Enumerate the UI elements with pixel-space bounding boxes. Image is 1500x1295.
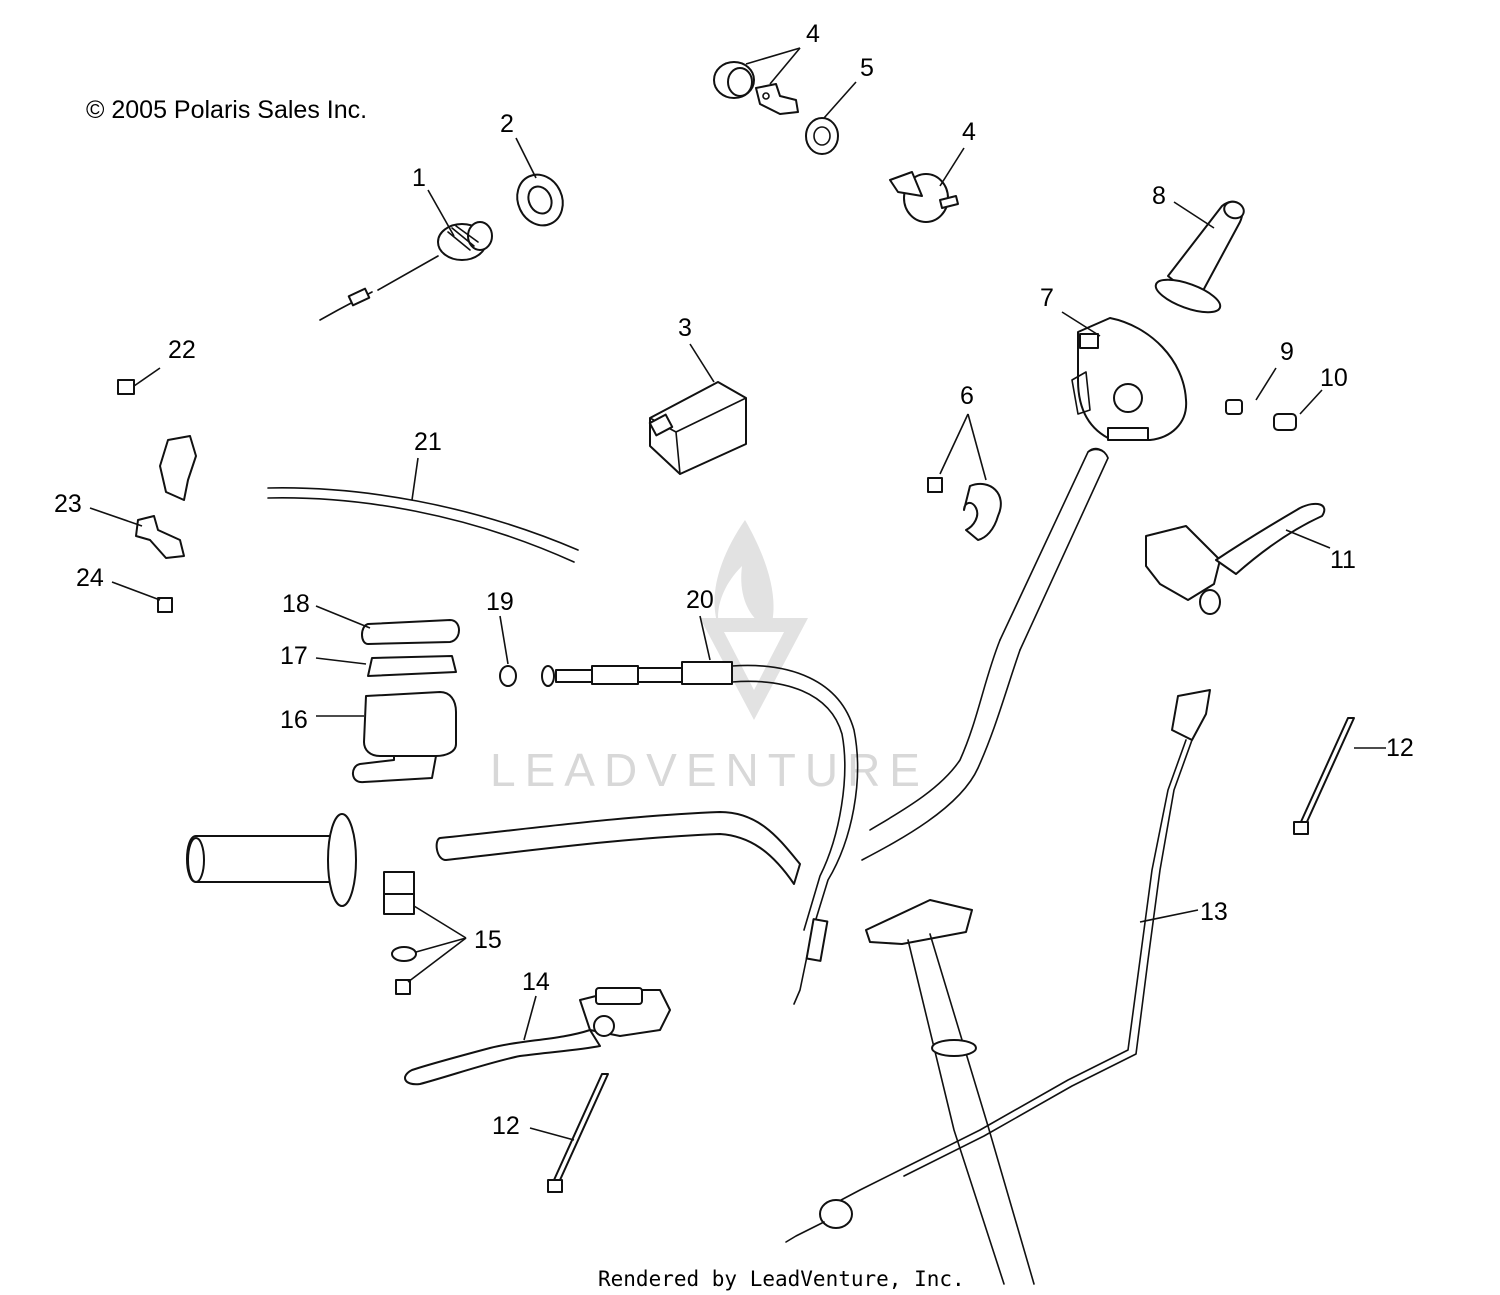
callout-4-right: 4 <box>962 118 976 146</box>
callout-20: 20 <box>686 586 714 614</box>
callout-22: 22 <box>168 336 196 364</box>
callout-2: 2 <box>500 110 514 138</box>
callout-14: 14 <box>522 968 550 996</box>
callout-9: 9 <box>1280 338 1294 366</box>
part-12-bolt-lower <box>547 1073 609 1193</box>
callout-24: 24 <box>76 564 104 592</box>
callout-11: 11 <box>1330 546 1356 574</box>
callout-19: 19 <box>486 588 514 616</box>
callout-21: 21 <box>414 428 442 456</box>
callout-18: 18 <box>282 590 310 618</box>
part-13-cable <box>785 689 1211 1243</box>
steering-post <box>865 899 1035 1285</box>
part-10-cap <box>1273 413 1297 431</box>
part-4-key <box>755 83 799 115</box>
part-22-screw <box>117 379 135 395</box>
part-11-lever-assembly <box>1145 502 1326 615</box>
part-8-grip <box>1154 200 1245 314</box>
watermark-text: LEADVENTURE <box>490 744 929 796</box>
part-7-control-housing <box>1071 317 1188 441</box>
part-17-gasket <box>367 655 457 677</box>
part-15-clamp-blocks <box>383 871 417 995</box>
part-23-bracket <box>135 435 197 559</box>
callout-17: 17 <box>280 642 308 670</box>
callout-16: 16 <box>280 706 308 734</box>
part-18-cover <box>361 619 460 645</box>
callout-1: 1 <box>412 164 426 192</box>
callout-23: 23 <box>54 490 82 518</box>
callout-3: 3 <box>678 314 692 342</box>
callout-5: 5 <box>860 54 874 82</box>
left-grip <box>186 813 357 907</box>
callout-12-lower: 12 <box>492 1112 520 1140</box>
part-19-o-ring <box>499 665 517 687</box>
render-credit: Rendered by LeadVenture, Inc. <box>598 1267 965 1291</box>
callouts: 1 2 3 4 4 5 6 7 8 9 10 11 12 12 13 14 15… <box>54 20 1414 1140</box>
part-3-switch-block <box>648 381 747 475</box>
callout-15: 15 <box>474 926 502 954</box>
callout-12-right: 12 <box>1386 734 1414 762</box>
leader-lines <box>89 47 1386 1141</box>
part-14-brake-lever <box>404 987 671 1086</box>
part-5-nut <box>805 117 839 155</box>
callout-6: 6 <box>960 382 974 410</box>
watermark-logo <box>700 520 808 720</box>
part-12-bolt-right <box>1293 717 1355 835</box>
callout-13: 13 <box>1200 898 1228 926</box>
part-2-nut <box>516 173 564 227</box>
callout-7: 7 <box>1040 284 1054 312</box>
callout-4-top: 4 <box>806 20 820 48</box>
copyright-notice: © 2005 Polaris Sales Inc. <box>86 96 367 124</box>
part-4-key-cylinder <box>713 61 755 99</box>
part-9-bushing <box>1225 399 1243 415</box>
part-4-switch-body <box>889 171 959 223</box>
part-6-clamp <box>927 477 1002 541</box>
part-20-throttle-cable <box>541 661 859 1005</box>
part-21-rod <box>267 487 579 563</box>
part-24-screw <box>157 597 173 613</box>
callout-10: 10 <box>1320 364 1348 392</box>
callout-8: 8 <box>1152 182 1166 210</box>
part-16-reservoir <box>352 691 457 784</box>
part-1-ignition-switch <box>319 221 493 321</box>
handlebar <box>435 447 1109 885</box>
